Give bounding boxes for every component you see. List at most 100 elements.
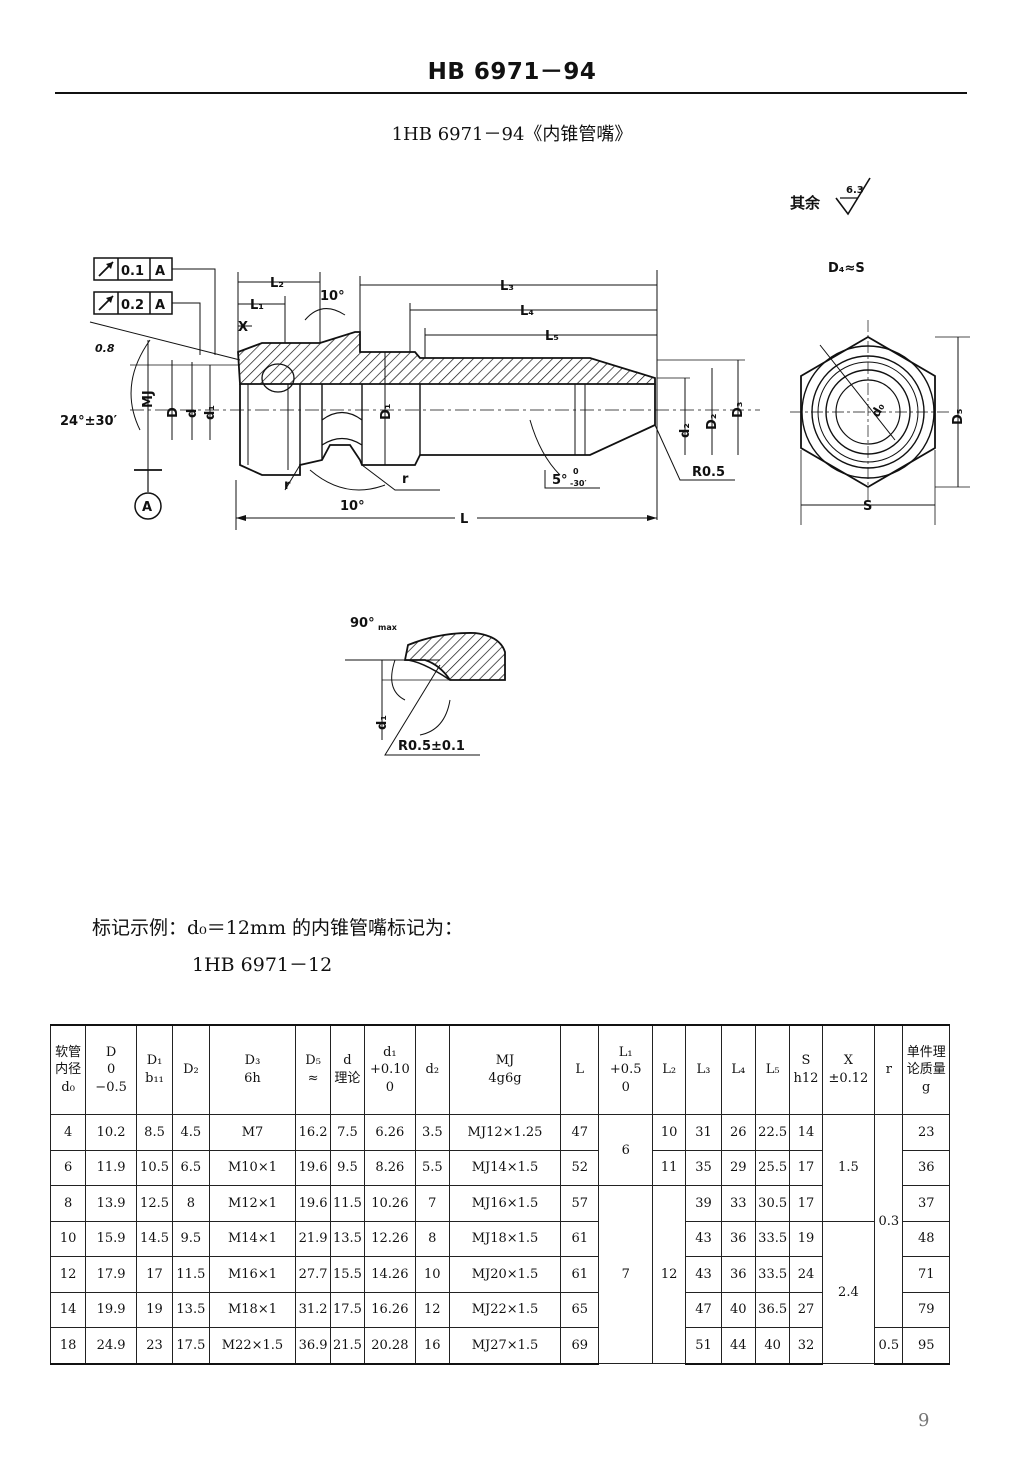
cell-L: 65 xyxy=(560,1291,600,1328)
cell-D3: M12×1 xyxy=(208,1185,297,1222)
cell-mass: 37 xyxy=(902,1185,950,1222)
dim-D1: D₁ xyxy=(379,404,394,421)
table-row: 4 10.2 8.5 4.5 M7 16.2 7.5 6.26 3.5 MJ12… xyxy=(49,1114,950,1328)
cell-D1: 14.5 xyxy=(135,1220,174,1257)
cell-D5: 31.2 xyxy=(295,1291,331,1328)
cell-d0: 6 xyxy=(49,1149,87,1186)
cell-mass: 23 xyxy=(902,1114,950,1151)
cell-d: 9.5 xyxy=(329,1149,366,1186)
cell-L5: 36.5 xyxy=(754,1291,791,1328)
cell-r-merged: 0.3 xyxy=(874,1114,904,1328)
cell-r: 0.5 xyxy=(874,1327,904,1365)
cell-mass: 79 xyxy=(902,1291,950,1328)
cell-D2: 8 xyxy=(172,1185,210,1222)
cell-X-merged: 2.4 xyxy=(821,1220,876,1364)
detail-circle xyxy=(261,363,295,393)
cell-D: 11.9 xyxy=(85,1149,137,1186)
cell-d0: 4 xyxy=(49,1114,87,1151)
cell-D2: 13.5 xyxy=(172,1291,210,1328)
cell-S: 14 xyxy=(789,1114,823,1151)
cell-D3: M16×1 xyxy=(208,1256,297,1293)
page-number: 9 xyxy=(918,1410,930,1431)
cell-D: 15.9 xyxy=(85,1220,137,1257)
col-header-X: X±0.12 xyxy=(821,1024,876,1115)
cell-d: 17.5 xyxy=(329,1291,366,1328)
cell-D3: M7 xyxy=(208,1114,297,1151)
cell-d: 7.5 xyxy=(329,1114,366,1151)
col-header-L: L xyxy=(560,1024,600,1115)
cell-L3: 39 xyxy=(685,1185,722,1222)
body-section-hatched xyxy=(237,331,656,385)
dim-L5: L₅ xyxy=(545,329,559,344)
cell-L: 69 xyxy=(560,1327,600,1365)
cell-d: 21.5 xyxy=(329,1327,366,1365)
marking-example: 标记示例：d₀＝12mm 的内锥管嘴标记为： xyxy=(92,917,464,939)
dim-angle-5-tol-upper: 0 xyxy=(573,467,579,476)
cell-D5: 21.9 xyxy=(295,1220,331,1257)
tolerance-value-2: 0.2 xyxy=(121,298,144,313)
hex-note: D₄≈S xyxy=(828,261,865,276)
cell-L1-merged: 7 xyxy=(598,1185,653,1364)
dim-L: L xyxy=(460,512,468,527)
cell-L5: 33.5 xyxy=(754,1256,791,1293)
detail-section-hatched xyxy=(403,632,506,681)
cell-L5: 25.5 xyxy=(754,1149,791,1186)
cell-D2: 6.5 xyxy=(172,1149,210,1186)
dim-D: D xyxy=(166,407,181,418)
cell-L3: 51 xyxy=(685,1327,722,1365)
hex-outline xyxy=(800,335,936,489)
cell-mass: 36 xyxy=(902,1149,950,1186)
cell-L5: 40 xyxy=(754,1327,791,1365)
cell-L5: 22.5 xyxy=(754,1114,791,1151)
table-row: 12 17.9 17 11.5 M16×1 27.7 15.5 14.26 10… xyxy=(49,1256,950,1293)
cell-L3: 47 xyxy=(685,1291,722,1328)
dim-MJ: MJ xyxy=(141,390,156,408)
cell-L: 47 xyxy=(560,1114,600,1151)
cell-D1: 8.5 xyxy=(135,1114,174,1151)
cell-D1: 12.5 xyxy=(135,1185,174,1222)
cell-d0: 8 xyxy=(49,1185,87,1222)
dim-L3: L₃ xyxy=(500,279,514,294)
dim-r-right: r xyxy=(402,472,409,487)
dim-R05: R0.5 xyxy=(692,465,725,480)
cell-d: 13.5 xyxy=(329,1220,366,1257)
dim-d: d xyxy=(185,409,200,418)
cell-L: 52 xyxy=(560,1149,600,1186)
table-row: 6 11.9 10.5 6.5 M10×1 19.6 9.5 8.26 5.5 … xyxy=(49,1149,950,1186)
cell-MJ: MJ14×1.5 xyxy=(448,1149,562,1186)
col-header-D2: D₂ xyxy=(172,1024,210,1115)
cell-D: 24.9 xyxy=(85,1327,137,1365)
cell-d1: 20.28 xyxy=(364,1327,416,1365)
table-row: 8 13.9 12.5 8 M12×1 19.6 11.5 10.26 7 MJ… xyxy=(49,1185,950,1364)
cell-MJ: MJ18×1.5 xyxy=(448,1220,562,1257)
dim-angle-5-tol-lower: -30′ xyxy=(570,479,587,488)
cell-d0: 12 xyxy=(49,1256,87,1293)
cell-d2: 12 xyxy=(414,1291,450,1328)
table-row: 14 19.9 19 13.5 M18×1 31.2 17.5 16.26 12… xyxy=(49,1291,950,1328)
cell-D5: 36.9 xyxy=(295,1327,331,1365)
cell-d1: 10.26 xyxy=(364,1185,416,1222)
cell-d1: 12.26 xyxy=(364,1220,416,1257)
cell-D: 13.9 xyxy=(85,1185,137,1222)
dim-L1: L₁ xyxy=(250,298,264,313)
detail-angle: 90° xyxy=(350,616,375,631)
document-title: 1HB 6971－94《内锥管嘴》 xyxy=(391,124,633,145)
dim-L4: L₄ xyxy=(520,304,534,319)
cell-L: 57 xyxy=(560,1185,600,1222)
col-header-r: r xyxy=(874,1024,904,1115)
cell-D2: 17.5 xyxy=(172,1327,210,1365)
marking-code: 1HB 6971－12 xyxy=(192,954,333,976)
cell-d1: 16.26 xyxy=(364,1291,416,1328)
hex-dim-S: S xyxy=(863,499,872,514)
cell-D: 19.9 xyxy=(85,1291,137,1328)
cell-d2: 10 xyxy=(414,1256,450,1293)
tolerance-datum-1: A xyxy=(155,264,165,279)
cell-d2: 7 xyxy=(414,1185,450,1222)
detail-d1: d₁ xyxy=(375,715,390,730)
cell-d: 11.5 xyxy=(329,1185,366,1222)
